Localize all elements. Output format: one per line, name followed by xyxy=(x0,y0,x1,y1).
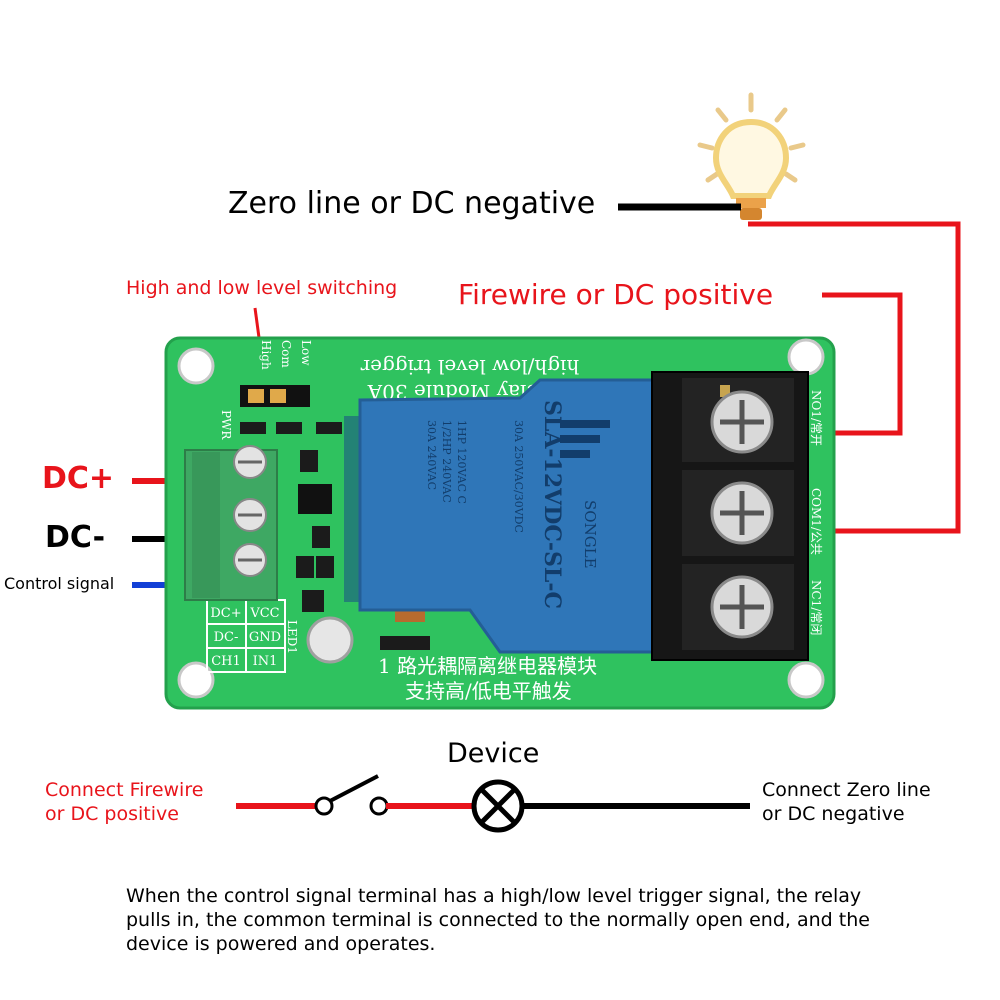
mount-hole xyxy=(177,661,215,699)
pin-in1: IN1 xyxy=(253,654,278,669)
songle-logo-icon xyxy=(560,420,610,458)
terminal-com1-label: COM1/公共 xyxy=(809,488,823,555)
jumper-com-label: Com xyxy=(279,340,293,368)
mount-hole xyxy=(177,347,215,385)
input-terminal-block[interactable] xyxy=(184,445,278,601)
relay-brand: SONGLE xyxy=(581,500,599,569)
connect-firewire-label: Connect Firewire or DC positive xyxy=(45,779,204,825)
screw[interactable] xyxy=(233,543,267,577)
device-label: Device xyxy=(447,738,540,769)
connect-zero-label: Connect Zero line or DC negative xyxy=(762,779,931,825)
board-cn-line1: 1 路光耦隔离继电器模块 xyxy=(378,654,597,678)
relay-model: SLA-12VDC-SL-C xyxy=(539,400,565,609)
relay-spec-2: 1HP 120VAC C xyxy=(455,420,468,504)
optocoupler xyxy=(298,484,332,514)
relay: SLA-12VDC-SL-C SONGLE 30A 250VAC/30VDC 1… xyxy=(344,378,682,654)
terminal-nc1-label: NC1/常闭 xyxy=(809,580,823,635)
screw[interactable] xyxy=(710,390,774,454)
output-terminal-block[interactable] xyxy=(651,371,809,661)
terminal-no1-label: NO1/常开 xyxy=(809,390,823,446)
screw[interactable] xyxy=(233,445,267,479)
screw[interactable] xyxy=(710,575,774,639)
firewire-label: Firewire or DC positive xyxy=(458,278,774,311)
pin-dc-plus: DC+ xyxy=(210,606,241,621)
pwr-label: PWR xyxy=(219,410,233,440)
light-bulb-icon xyxy=(697,92,806,220)
relay-spec-1: 30A 250VAC/30VDC xyxy=(512,420,525,533)
dc-minus-label: DC- xyxy=(45,520,106,555)
board-cn-line2: 支持高/低电平触发 xyxy=(405,679,572,703)
level-switching-label: High and low level switching xyxy=(126,277,398,299)
switch-icon xyxy=(314,774,389,816)
dc-plus-label: DC+ xyxy=(42,461,115,496)
board-title-line2: high/low level trigger xyxy=(360,355,579,379)
led-indicator xyxy=(306,616,354,664)
mount-hole xyxy=(787,661,825,699)
device-circuit xyxy=(236,774,750,833)
pin-ch1: CH1 xyxy=(211,654,241,669)
zero-line-label: Zero line or DC negative xyxy=(228,186,596,221)
pin-gnd: GND xyxy=(249,630,281,645)
lamp-icon xyxy=(471,779,525,833)
control-signal-label: Control signal xyxy=(4,574,115,593)
led-label: LED1 xyxy=(285,620,299,654)
relay-spec-3: 1/2HP 240VAC xyxy=(440,420,453,503)
screw[interactable] xyxy=(710,481,774,545)
pin-table: DC+ VCC DC- GND CH1 IN1 xyxy=(206,599,286,673)
relay-spec-4: 30A 240VAC xyxy=(425,420,438,490)
mount-hole xyxy=(787,338,825,376)
description-text: When the control signal terminal has a h… xyxy=(126,885,870,955)
jumper-low-label: Low xyxy=(299,340,313,366)
relay-board: 1 Relay Module 30A high/low level trigge… xyxy=(164,336,836,710)
jumper-high-label: High xyxy=(259,340,273,370)
screw[interactable] xyxy=(233,498,267,532)
pin-dc-minus: DC- xyxy=(214,630,239,645)
pin-vcc: VCC xyxy=(249,606,279,621)
